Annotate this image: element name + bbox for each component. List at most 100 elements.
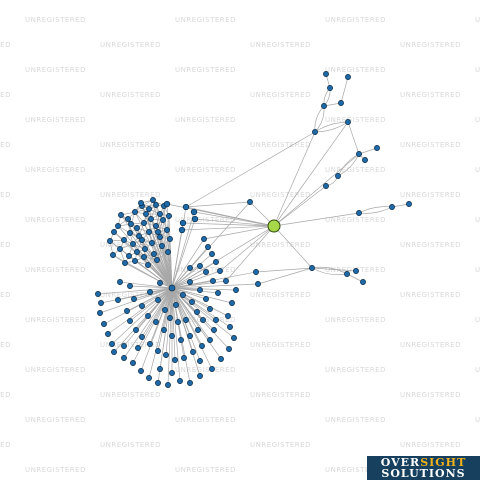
graph-node xyxy=(101,321,107,327)
graph-edge xyxy=(273,121,349,227)
graph-edge xyxy=(164,287,173,311)
watermark-text: UNREGISTERED xyxy=(100,191,161,199)
watermark-text: UNREGISTERED xyxy=(100,91,161,99)
watermark-text: UNREGISTERED xyxy=(250,41,311,49)
watermark-text: UNREGISTERED xyxy=(325,316,386,324)
graph-node xyxy=(199,343,205,349)
graph-node xyxy=(327,85,333,91)
graph-node xyxy=(139,237,145,243)
watermark-text: UNREGISTERED xyxy=(475,16,480,24)
graph-edge xyxy=(314,121,349,133)
graph-node xyxy=(374,145,380,151)
graph-edge xyxy=(171,287,237,291)
graph-node xyxy=(255,281,261,287)
graph-edge xyxy=(145,213,173,289)
graph-node xyxy=(187,279,193,285)
graph-node xyxy=(362,157,368,163)
graph-node xyxy=(161,327,167,333)
graph-node xyxy=(147,289,153,295)
graph-node xyxy=(107,238,113,244)
graph-node xyxy=(182,203,190,211)
watermark-text: UNREGISTERED xyxy=(0,441,11,449)
graph-edge xyxy=(171,287,207,300)
graph-node xyxy=(165,382,171,388)
graph-node xyxy=(139,334,145,340)
watermark-text: UNREGISTERED xyxy=(475,316,480,324)
graph-node xyxy=(145,262,151,268)
graph-node xyxy=(155,297,161,303)
graph-node xyxy=(127,318,133,324)
graph-node xyxy=(233,287,239,293)
graph-node xyxy=(201,236,207,242)
watermark-text: UNREGISTERED xyxy=(250,391,311,399)
graph-node xyxy=(155,229,161,235)
watermark-text: UNREGISTERED xyxy=(25,366,86,374)
logo-word-over: OVER xyxy=(380,456,421,469)
graph-node xyxy=(128,221,134,227)
graph-node xyxy=(146,375,152,381)
graph-edge xyxy=(97,287,173,295)
graph-node xyxy=(169,370,175,376)
node-layer xyxy=(95,71,412,388)
graph-node xyxy=(121,343,127,349)
graph-node xyxy=(163,200,171,208)
graph-edge xyxy=(156,259,173,289)
graph-node xyxy=(217,268,223,274)
graph-node xyxy=(213,317,219,323)
graph-edge xyxy=(311,266,348,275)
graph-node xyxy=(136,233,142,239)
graph-node xyxy=(187,333,193,339)
watermark-text: UNREGISTERED xyxy=(475,266,480,274)
graph-node xyxy=(148,216,154,222)
watermark-text: UNREGISTERED xyxy=(175,166,236,174)
graph-edge xyxy=(193,211,275,227)
graph-node xyxy=(162,307,168,313)
graph-node xyxy=(190,349,196,355)
graph-edge xyxy=(171,201,251,289)
watermark-text: UNREGISTERED xyxy=(325,66,386,74)
graph-node xyxy=(163,352,169,358)
graph-node xyxy=(175,319,181,325)
graph-node xyxy=(138,368,144,374)
graph-edge xyxy=(185,206,275,227)
graph-edge xyxy=(273,225,313,269)
watermark-text: UNREGISTERED xyxy=(400,291,461,299)
graph-node xyxy=(115,223,121,229)
graph-node xyxy=(197,263,203,269)
graph-edge xyxy=(171,287,194,353)
watermark-layer: UNREGISTERED UNREGISTERED UNREGISTERED UNRE… xyxy=(0,16,480,474)
graph-node xyxy=(151,251,157,257)
graph-node xyxy=(226,346,232,352)
graph-node xyxy=(134,225,140,231)
graph-node xyxy=(197,373,203,379)
watermark-text: UNREGISTERED xyxy=(400,441,461,449)
watermark-text: UNREGISTERED xyxy=(475,166,480,174)
graph-edge xyxy=(314,121,349,133)
graph-edge xyxy=(171,287,176,361)
watermark-text: UNREGISTERED xyxy=(0,341,11,349)
graph-node xyxy=(126,253,132,259)
graph-node xyxy=(146,229,152,235)
watermark-text: UNREGISTERED xyxy=(0,241,11,249)
graph-edge xyxy=(311,267,357,272)
graph-node xyxy=(97,310,103,316)
watermark-text: UNREGISTERED xyxy=(100,341,161,349)
watermark-text: UNREGISTERED xyxy=(175,366,236,374)
graph-node xyxy=(149,240,155,246)
graph-node xyxy=(356,210,362,216)
graph-edge xyxy=(119,281,173,289)
graph-node xyxy=(309,265,315,271)
graph-node xyxy=(187,265,193,271)
graph-node xyxy=(164,227,170,233)
graph-edge xyxy=(117,287,173,301)
graph-node xyxy=(130,360,136,366)
graph-node xyxy=(142,246,148,252)
graph-edge xyxy=(171,287,222,360)
graph-edge xyxy=(171,287,198,313)
graph-node xyxy=(118,212,124,218)
graph-node xyxy=(209,366,215,372)
graph-node xyxy=(321,103,327,109)
graph-node xyxy=(345,119,351,125)
graph-node xyxy=(187,380,193,386)
watermark-text: UNREGISTERED xyxy=(400,241,461,249)
